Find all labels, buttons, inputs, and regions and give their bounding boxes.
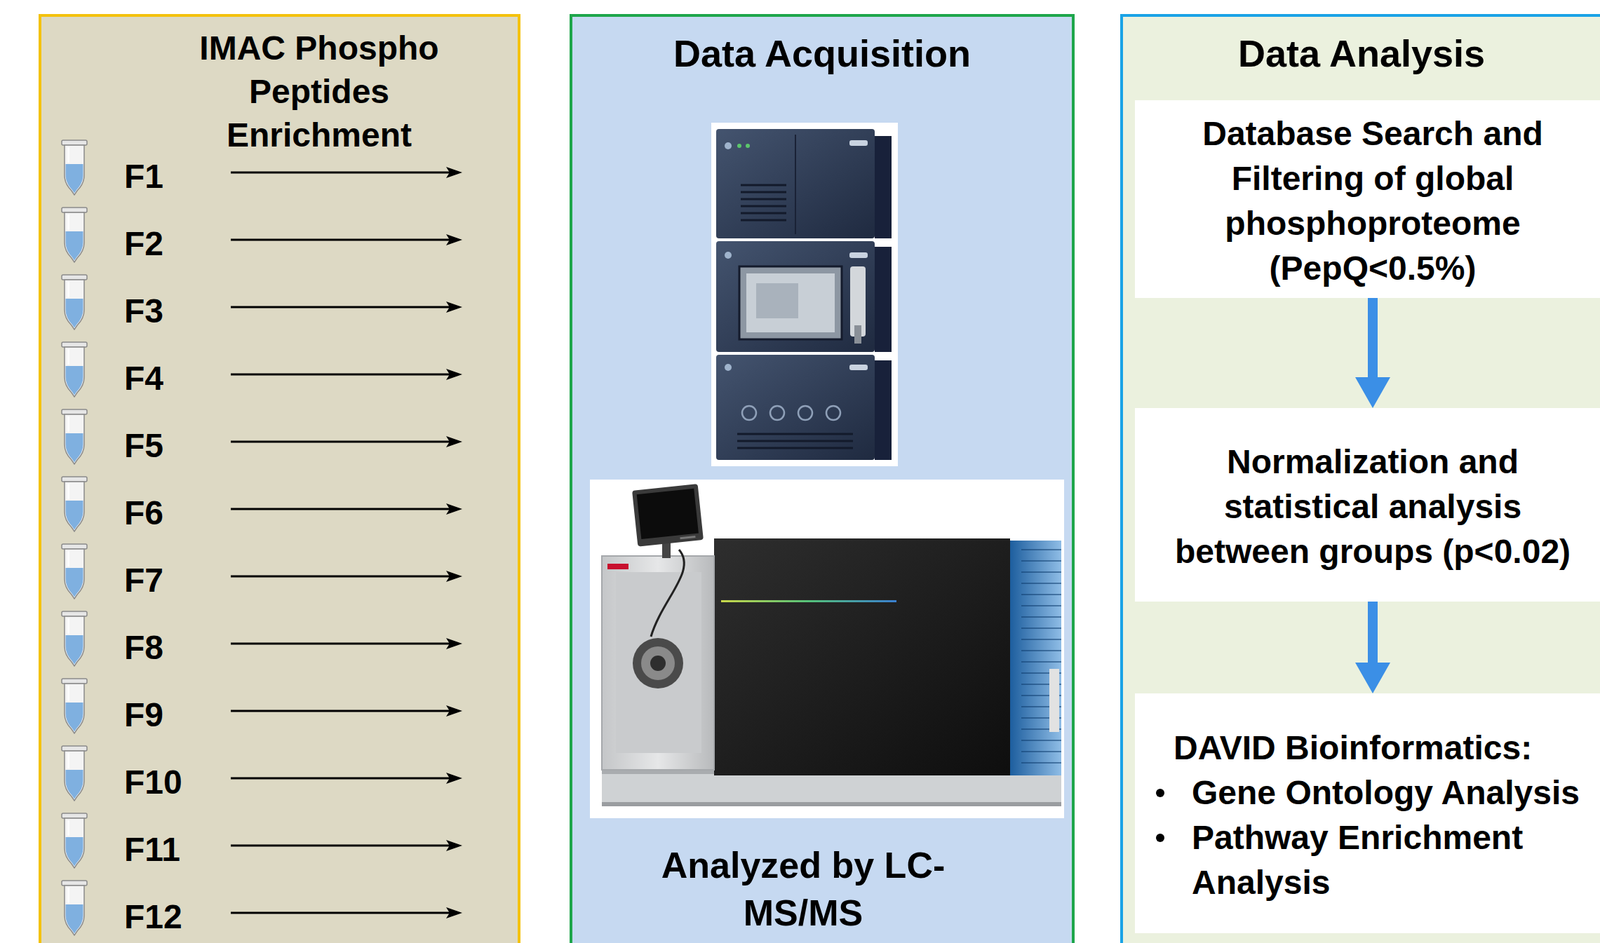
text-holder: F12 bbox=[124, 897, 209, 938]
fraction-arrow bbox=[230, 570, 463, 583]
mass-spectrometer-image bbox=[589, 479, 1065, 819]
tube-icon bbox=[61, 746, 87, 802]
text-holder: F4 bbox=[124, 359, 209, 399]
fraction-arrow bbox=[230, 638, 463, 650]
text-holder: Data Analysis bbox=[1123, 28, 1600, 78]
text-holder: Analyzed by LC-MS/MS bbox=[655, 841, 951, 938]
fraction-label: F12 bbox=[124, 897, 209, 938]
text-holder: Data Acquisition bbox=[572, 28, 1072, 78]
process-box: DAVID Bioinformatics:Gene Ontology Analy… bbox=[1134, 693, 1600, 934]
stage-panel: Data AnalysisDatabase Search and Filteri… bbox=[1120, 14, 1600, 943]
fraction-arrow bbox=[230, 772, 463, 785]
fraction-arrow bbox=[230, 234, 463, 246]
bullet-row: Gene Ontology Analysis bbox=[1134, 770, 1600, 816]
fraction-arrow bbox=[230, 166, 463, 179]
flow-arrow bbox=[1355, 601, 1391, 694]
bullet-item: Pathway Enrichment Analysis bbox=[1191, 815, 1585, 906]
fraction-label: F8 bbox=[124, 628, 209, 668]
fraction-tubes bbox=[41, 16, 519, 943]
step-text: Database Search and Filtering of global … bbox=[1165, 111, 1580, 292]
fraction-arrow bbox=[230, 503, 463, 515]
tube-icon bbox=[61, 140, 87, 196]
text-holder: F8 bbox=[124, 628, 209, 668]
text-holder: IMAC Phospho Peptides Enrichment bbox=[164, 26, 474, 158]
tube-icon bbox=[61, 342, 87, 398]
tube-icon bbox=[61, 409, 87, 465]
bullet-item: Gene Ontology Analysis bbox=[1191, 770, 1585, 816]
panel-heading: Data Analysis bbox=[1123, 28, 1600, 78]
stage-panel: IMAC Phospho Peptides EnrichmentF1F2F3F4… bbox=[38, 14, 521, 943]
bullet-dot bbox=[1155, 834, 1165, 843]
fraction-arrow bbox=[230, 301, 463, 313]
fraction-arrow bbox=[230, 705, 463, 717]
fraction-label: F3 bbox=[124, 291, 209, 332]
fraction-label: F7 bbox=[124, 561, 209, 601]
text-holder: F9 bbox=[124, 695, 209, 736]
fraction-arrow bbox=[230, 907, 463, 919]
text-holder: F5 bbox=[124, 426, 209, 466]
process-box: Normalization and statistical analysis b… bbox=[1134, 408, 1600, 602]
fraction-label: F5 bbox=[124, 426, 209, 466]
fraction-arrow bbox=[230, 436, 463, 448]
lc-system-image bbox=[711, 122, 898, 467]
flow-arrow bbox=[1355, 298, 1391, 409]
tube-icon bbox=[61, 813, 87, 869]
text-holder: F1 bbox=[124, 157, 209, 197]
fraction-label: F4 bbox=[124, 359, 209, 399]
text-holder: F10 bbox=[124, 763, 209, 803]
step-text: Normalization and statistical analysis b… bbox=[1165, 439, 1580, 575]
fraction-label: F1 bbox=[124, 157, 209, 197]
bullet-dot bbox=[1155, 789, 1165, 798]
fraction-arrow bbox=[230, 368, 463, 381]
tube-icon bbox=[61, 881, 87, 936]
fraction-label: F6 bbox=[124, 493, 209, 534]
fraction-label: F9 bbox=[124, 695, 209, 736]
tube-icon bbox=[61, 476, 87, 532]
bullet-row: Pathway Enrichment Analysis bbox=[1134, 815, 1600, 906]
tube-icon bbox=[61, 207, 87, 263]
panel-footer: Analyzed by LC-MS/MS bbox=[655, 841, 951, 938]
text-holder: F11 bbox=[124, 830, 209, 870]
text-holder: F6 bbox=[124, 493, 209, 534]
text-holder: F7 bbox=[124, 561, 209, 601]
instruments bbox=[572, 16, 1072, 943]
panel-heading: IMAC Phospho Peptides Enrichment bbox=[164, 26, 474, 158]
process-box: Database Search and Filtering of global … bbox=[1134, 100, 1600, 299]
tube-icon bbox=[61, 544, 87, 600]
text-holder: F3 bbox=[124, 291, 209, 332]
panel-heading: Data Acquisition bbox=[572, 28, 1072, 78]
stage-panel: Data AcquisitionAnalyzed by LC-MS/MS bbox=[569, 14, 1075, 943]
tube-icon bbox=[61, 679, 87, 734]
text-holder: F2 bbox=[124, 224, 209, 264]
fraction-label: F2 bbox=[124, 224, 209, 264]
tube-icon bbox=[61, 274, 87, 330]
fraction-label: F10 bbox=[124, 763, 209, 803]
step-heading: DAVID Bioinformatics: bbox=[1173, 725, 1595, 771]
fraction-arrow bbox=[230, 840, 463, 852]
fraction-label: F11 bbox=[124, 830, 209, 870]
tube-icon bbox=[61, 611, 87, 667]
